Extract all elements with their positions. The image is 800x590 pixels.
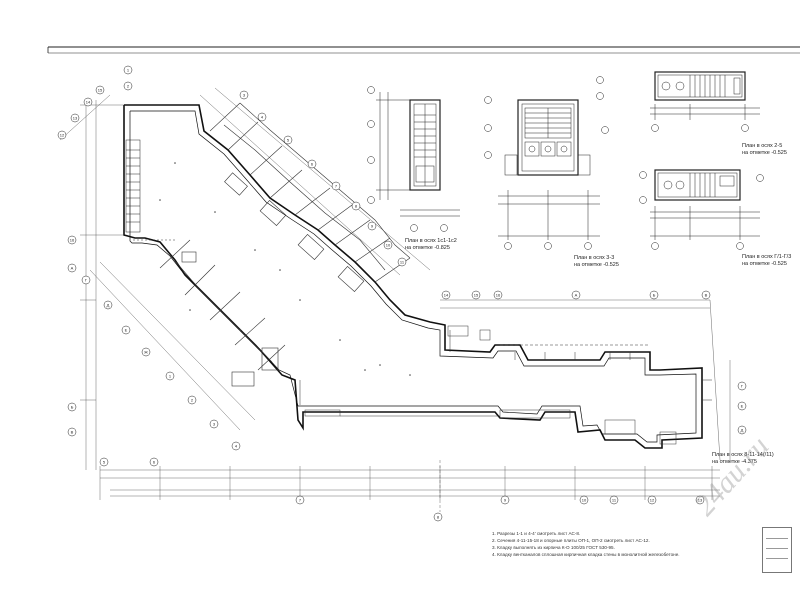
axis-label: 16 bbox=[496, 293, 501, 298]
caption-plan-3-line1: План в осях 2-5 bbox=[742, 143, 783, 149]
caption-plan-3: План в осях 2-5 на отметке -0.525 bbox=[742, 143, 787, 157]
axis-label: 12 bbox=[650, 498, 655, 503]
drawing-notes: 1. Разрезы 1-1 и 4-4' смотреть лист АС-8… bbox=[492, 530, 732, 558]
axis-label: А bbox=[575, 293, 578, 298]
caption-plan-2-line1: План в осях 3-3 bbox=[574, 255, 615, 261]
detail-plan-4 bbox=[639, 169, 764, 250]
axis-label: А bbox=[71, 266, 74, 271]
detail-plan-3 bbox=[596, 71, 760, 132]
axis-label: 10 bbox=[386, 243, 391, 248]
axis-label: 7 bbox=[299, 498, 302, 503]
axis-label: Б bbox=[653, 293, 656, 298]
axis-label: Д bbox=[741, 428, 744, 433]
axis-label: 11 bbox=[400, 260, 405, 265]
axis-label: 11 bbox=[612, 498, 617, 503]
axis-label: 14 bbox=[444, 293, 449, 298]
axis-label: Д bbox=[107, 303, 110, 308]
axis-label: 7 bbox=[335, 184, 338, 189]
axis-label: 9 bbox=[371, 224, 374, 229]
axis-markers bbox=[57, 65, 747, 522]
caption-plan-4-line2: на отметке -0.525 bbox=[742, 261, 787, 267]
axis-label: 3 bbox=[213, 422, 216, 427]
axis-label: 13 bbox=[73, 116, 78, 121]
caption-plan-2: План в осях 3-3 на отметке -0.525 bbox=[574, 255, 619, 269]
caption-plan-4: План в осях Г/1-Г/3 на отметке -0.525 bbox=[742, 254, 791, 268]
axis-label: 15 bbox=[474, 293, 479, 298]
axis-label: 8 bbox=[437, 515, 440, 520]
caption-plan-5-line1: План в осях 8-11-14(/11) bbox=[712, 452, 774, 458]
axis-label: 16 bbox=[70, 238, 75, 243]
axis-label: 4 bbox=[235, 444, 238, 449]
caption-plan-5: План в осях 8-11-14(/11) на отметке -4.3… bbox=[712, 452, 774, 466]
axis-label: 5 bbox=[103, 460, 106, 465]
axis-label: 15 bbox=[98, 88, 103, 93]
caption-plan-3-line2: на отметке -0.525 bbox=[742, 150, 787, 156]
lower-wing-partitions bbox=[299, 325, 712, 445]
axis-label: 6 bbox=[153, 460, 156, 465]
title-stamp-box bbox=[762, 527, 792, 573]
left-stair bbox=[125, 139, 141, 233]
axis-label: 10 bbox=[582, 498, 587, 503]
axis-label: В bbox=[705, 293, 708, 298]
note-4: 4. Кладку вентканалов сплошная кирпичная… bbox=[492, 552, 680, 557]
axis-label: 4 bbox=[261, 115, 264, 120]
axis-label: 13 bbox=[698, 498, 703, 503]
axis-label: Е bbox=[741, 404, 744, 409]
axis-label: 9 bbox=[504, 498, 507, 503]
axis-label: Г bbox=[741, 384, 744, 389]
caption-plan-5-line2: на отметке -4.375 bbox=[712, 459, 757, 465]
caption-plan-1-line1: План в осях 1с1-1с2 bbox=[405, 238, 457, 244]
axis-label: 8 bbox=[355, 204, 358, 209]
left-wing-partitions bbox=[133, 239, 286, 387]
caption-plan-4-line1: План в осях Г/1-Г/3 bbox=[742, 254, 792, 260]
detail-plan-2 bbox=[484, 96, 609, 250]
note-3: 3. Кладку выполнять из кирпича К-О 100/2… bbox=[492, 545, 615, 550]
axis-label: Б bbox=[71, 405, 74, 410]
axis-label: 14 bbox=[86, 100, 91, 105]
caption-plan-2-line2: на отметке -0.525 bbox=[574, 262, 619, 268]
main-building-walls bbox=[123, 104, 703, 449]
axis-label: 5 bbox=[287, 138, 290, 143]
dimension-lines bbox=[59, 87, 731, 512]
axis-label: Е bbox=[125, 328, 128, 333]
axis-label: 2 bbox=[191, 398, 194, 403]
axis-label: 2 bbox=[127, 84, 130, 89]
note-1: 1. Разрезы 1-1 и 4-4' смотреть лист АС-8… bbox=[492, 531, 581, 536]
note-2: 2. Сечения 4-11-15-18 и опорные плиты ОП… bbox=[492, 538, 650, 543]
axis-label: 1 bbox=[169, 374, 172, 379]
axis-label: В bbox=[71, 430, 74, 435]
caption-plan-1-line2: на отметке -0.825 bbox=[405, 245, 450, 251]
axis-label: Г bbox=[85, 278, 88, 283]
axis-label: 12 bbox=[60, 133, 65, 138]
caption-plan-1: План в осях 1с1-1с2 на отметке -0.825 bbox=[405, 238, 457, 252]
detail-plan-1 bbox=[367, 86, 460, 232]
axis-label: 6 bbox=[311, 162, 314, 167]
axis-label: 3 bbox=[243, 93, 246, 98]
upper-wing-partitions bbox=[209, 102, 411, 292]
interior-dots bbox=[159, 162, 411, 376]
axis-label: 1 bbox=[127, 68, 130, 73]
axis-label: Ж bbox=[144, 350, 148, 355]
